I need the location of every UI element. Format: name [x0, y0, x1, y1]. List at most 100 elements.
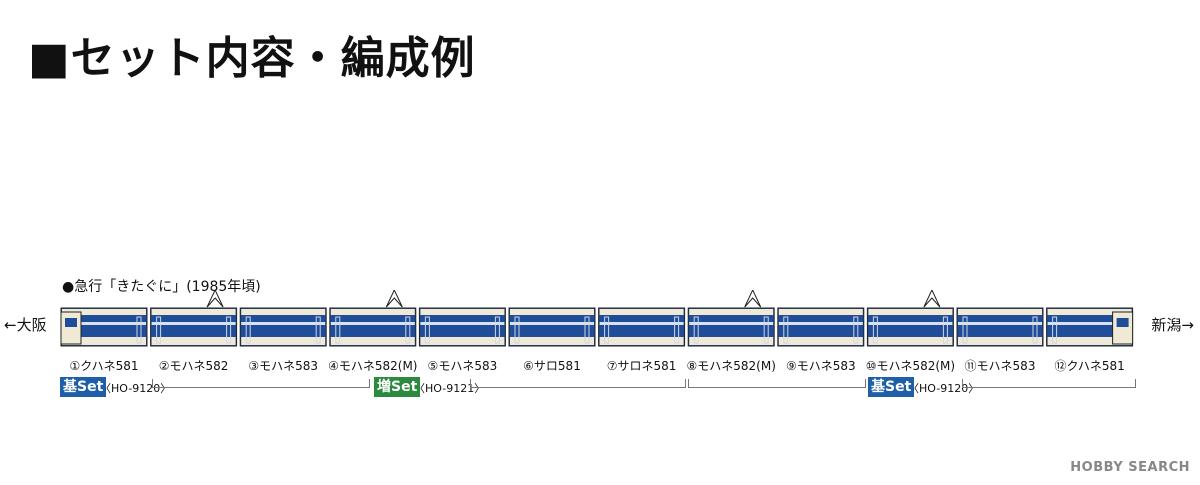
- car-window-stripe: [599, 322, 684, 325]
- car-roof-band: [868, 309, 953, 315]
- car-door: [405, 316, 411, 344]
- train-car-10: [866, 290, 954, 347]
- car-skirt-band: [1047, 337, 1132, 345]
- set-bracket-1: [152, 379, 370, 388]
- car-label-8: ⑧モハネ582(M): [686, 359, 776, 373]
- set-bracket-3: [688, 379, 866, 388]
- car-roof-band: [599, 309, 684, 315]
- car-roof-band: [330, 309, 415, 315]
- set-badge-basic-2: 基Set: [868, 377, 915, 397]
- car-window-stripe: [151, 322, 236, 325]
- cab-nose: [60, 311, 82, 345]
- car-skirt-band: [151, 337, 236, 345]
- car-door: [763, 316, 769, 344]
- car-door: [962, 316, 968, 344]
- car-skirt-band: [330, 337, 415, 345]
- car-roof-band: [958, 309, 1042, 315]
- car-skirt-band: [689, 337, 774, 345]
- car-label-2: ②モハネ582: [158, 359, 229, 373]
- car-door: [494, 316, 500, 344]
- cab-window: [65, 318, 77, 327]
- car-roof-band: [151, 309, 236, 315]
- car-door: [1032, 316, 1038, 344]
- train-car-2: [150, 290, 238, 347]
- car-label-4: ④モハネ582(M): [328, 359, 418, 373]
- train-car-11: [956, 307, 1044, 347]
- pantograph-icon: [744, 290, 762, 308]
- car-roof-band: [420, 309, 505, 315]
- car-door: [424, 316, 430, 344]
- car-door: [226, 316, 232, 344]
- car-label-6: ⑥サロ581: [523, 359, 581, 373]
- pantograph-icon: [206, 290, 224, 308]
- car-label-9: ⑨モハネ583: [785, 359, 856, 373]
- car-door: [853, 316, 859, 344]
- car-label-7: ⑦サロネ581: [606, 359, 677, 373]
- page-title: ■セット内容・編成例: [28, 33, 476, 84]
- pantograph-icon: [923, 290, 941, 308]
- set-badge-add: 増Set: [374, 377, 421, 397]
- car-window-stripe: [330, 322, 415, 325]
- train-car-5: [418, 307, 506, 347]
- car-window-stripe: [1047, 322, 1132, 325]
- car-label-10: ⑩モハネ582(M): [865, 359, 956, 373]
- car-door: [514, 316, 520, 344]
- train-car-3: [239, 307, 327, 347]
- car-door: [335, 316, 341, 344]
- car-skirt-band: [958, 337, 1042, 345]
- car-skirt-band: [420, 337, 505, 345]
- destination-right: 新潟→: [1151, 316, 1194, 334]
- car-label-5: ⑤モハネ583: [427, 359, 498, 373]
- car-door: [693, 316, 699, 344]
- train-car-7: [598, 307, 686, 347]
- car-door: [783, 316, 789, 344]
- car-skirt-band: [599, 337, 684, 345]
- pantograph-icon: [385, 290, 403, 308]
- set-code-add: 〈HO-9121〉: [414, 382, 486, 395]
- car-window-stripe: [62, 322, 146, 325]
- set-bracket-2: [470, 379, 686, 388]
- car-door: [136, 316, 142, 344]
- car-roof-band: [510, 309, 594, 315]
- cab-nose: [1112, 311, 1134, 345]
- car-window-stripe: [510, 322, 594, 325]
- car-window-stripe: [868, 322, 953, 325]
- set-code-basic-2: 〈HO-9120〉: [908, 382, 980, 395]
- car-door: [1052, 316, 1058, 344]
- car-window-stripe: [241, 322, 326, 325]
- train-caption: ●急行「きたぐに」(1985年頃): [62, 279, 261, 295]
- car-door: [872, 316, 878, 344]
- hobby-search-watermark: HOBBY SEARCH: [1070, 460, 1190, 475]
- car-roof-band: [778, 309, 863, 315]
- car-skirt-band: [778, 337, 863, 345]
- train-car-8: [687, 290, 775, 347]
- car-skirt-band: [868, 337, 953, 345]
- car-label-3: ③モハネ583: [248, 359, 319, 373]
- train-car-12: [1046, 307, 1134, 347]
- car-door: [156, 316, 162, 344]
- car-window-stripe: [689, 322, 774, 325]
- set-code-basic-1: 〈HO-9120〉: [100, 382, 172, 395]
- set-badge-basic-1: 基Set: [60, 377, 107, 397]
- car-door: [674, 316, 680, 344]
- car-window-stripe: [958, 322, 1042, 325]
- car-roof-band: [1047, 309, 1132, 315]
- car-window-stripe: [420, 322, 505, 325]
- train-car-6: [508, 307, 596, 347]
- car-skirt-band: [241, 337, 326, 345]
- car-roof-band: [62, 309, 146, 315]
- car-roof-band: [689, 309, 774, 315]
- car-skirt-band: [510, 337, 594, 345]
- car-roof-band: [241, 309, 326, 315]
- train-car-1: [60, 307, 148, 347]
- cab-window: [1116, 318, 1129, 327]
- car-label-11: ⑪モハネ583: [964, 359, 1036, 373]
- car-window-stripe: [778, 322, 863, 325]
- train-car-9: [777, 307, 865, 347]
- set-bracket-4: [962, 379, 1136, 388]
- car-door: [584, 316, 590, 344]
- car-label-1: ①クハネ581: [69, 359, 139, 373]
- train-car-4: [329, 290, 417, 347]
- car-door: [942, 316, 948, 344]
- car-label-12: ⑫クハネ581: [1054, 359, 1125, 373]
